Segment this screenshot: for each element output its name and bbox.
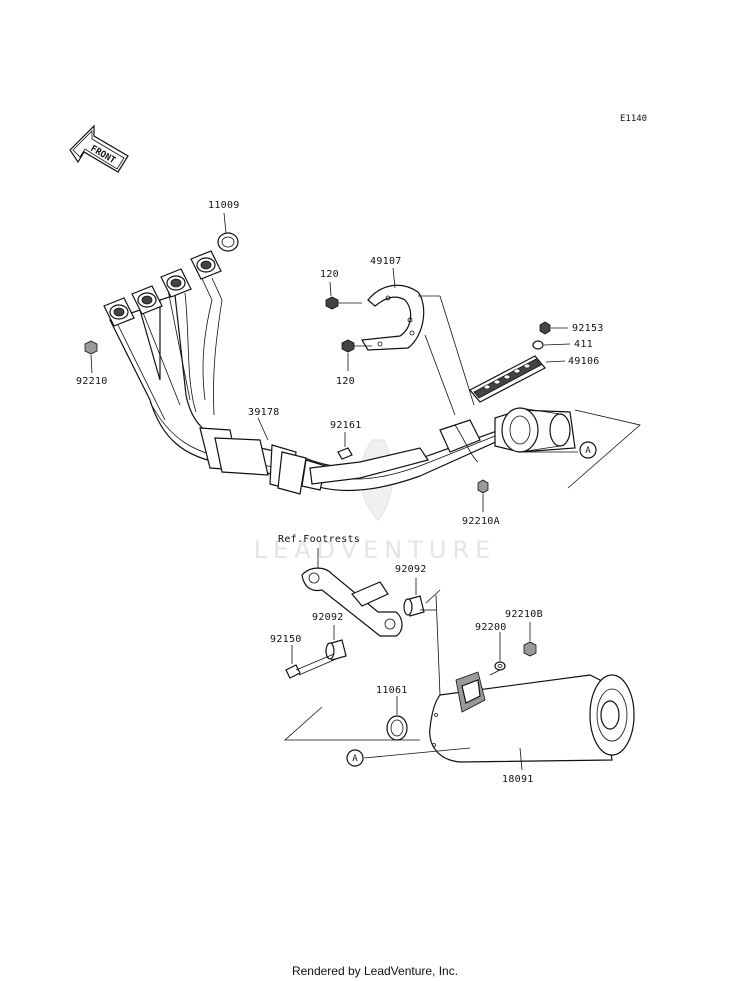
part-92200: 92200: [475, 622, 507, 671]
part-11009: 11009: [208, 200, 240, 252]
part-92092-top: 92092: [395, 564, 427, 617]
watermark-text: LEADVENTURE: [254, 536, 497, 564]
label-18091: 18091: [502, 774, 534, 785]
part-92161: 92161: [330, 420, 362, 460]
part-92210: 92210: [76, 340, 108, 387]
part-18091: 18091: [429, 671, 635, 785]
label-92210A: 92210A: [462, 516, 500, 527]
part-411: 411: [532, 339, 593, 350]
label-92150: 92150: [270, 634, 302, 645]
exhaust-port-flanges: [103, 250, 222, 327]
callout-a-bottom: A: [346, 747, 471, 767]
part-92210B: 92210B: [505, 609, 543, 657]
label-49106: 49106: [568, 356, 600, 367]
front-arrow-icon: FRONT: [69, 124, 129, 173]
part-11061: 11061: [376, 685, 408, 741]
part-120-bottom: 120: [336, 339, 372, 387]
part-92150: 92150: [270, 634, 337, 679]
label-49107: 49107: [370, 256, 402, 267]
part-92153: 92153: [539, 321, 604, 335]
part-39178: 39178: [248, 407, 280, 441]
header-pipe-assembly: [109, 269, 576, 495]
callout-a-top-text: A: [585, 446, 591, 456]
label-11009: 11009: [208, 200, 240, 211]
label-120-bottom: 120: [336, 376, 355, 387]
label-120-top: 120: [320, 269, 339, 280]
footrest-bracket: Ref.Footrests: [278, 534, 403, 637]
label-411: 411: [574, 339, 593, 350]
label-92161: 92161: [330, 420, 362, 431]
part-49106: 49106: [469, 355, 600, 403]
label-92210: 92210: [76, 376, 108, 387]
label-92092-top: 92092: [395, 564, 427, 575]
part-49107: 49107: [361, 256, 475, 416]
callout-a-top: A: [520, 409, 641, 489]
label-39178: 39178: [248, 407, 280, 418]
label-11061: 11061: [376, 685, 408, 696]
label-92200: 92200: [475, 622, 507, 633]
label-92092-left: 92092: [312, 612, 344, 623]
label-92153: 92153: [572, 323, 604, 334]
callout-a-bottom-text: A: [352, 754, 358, 764]
footer-credit: Rendered by LeadVenture, Inc.: [292, 964, 458, 978]
part-92092-left: 92092: [312, 612, 347, 661]
label-ref-footrests: Ref.Footrests: [278, 534, 360, 545]
diagram-code: E1140: [620, 114, 647, 124]
label-92210B: 92210B: [505, 609, 543, 620]
part-120-top: 120: [320, 269, 362, 310]
part-92210A: 92210A: [462, 479, 500, 527]
